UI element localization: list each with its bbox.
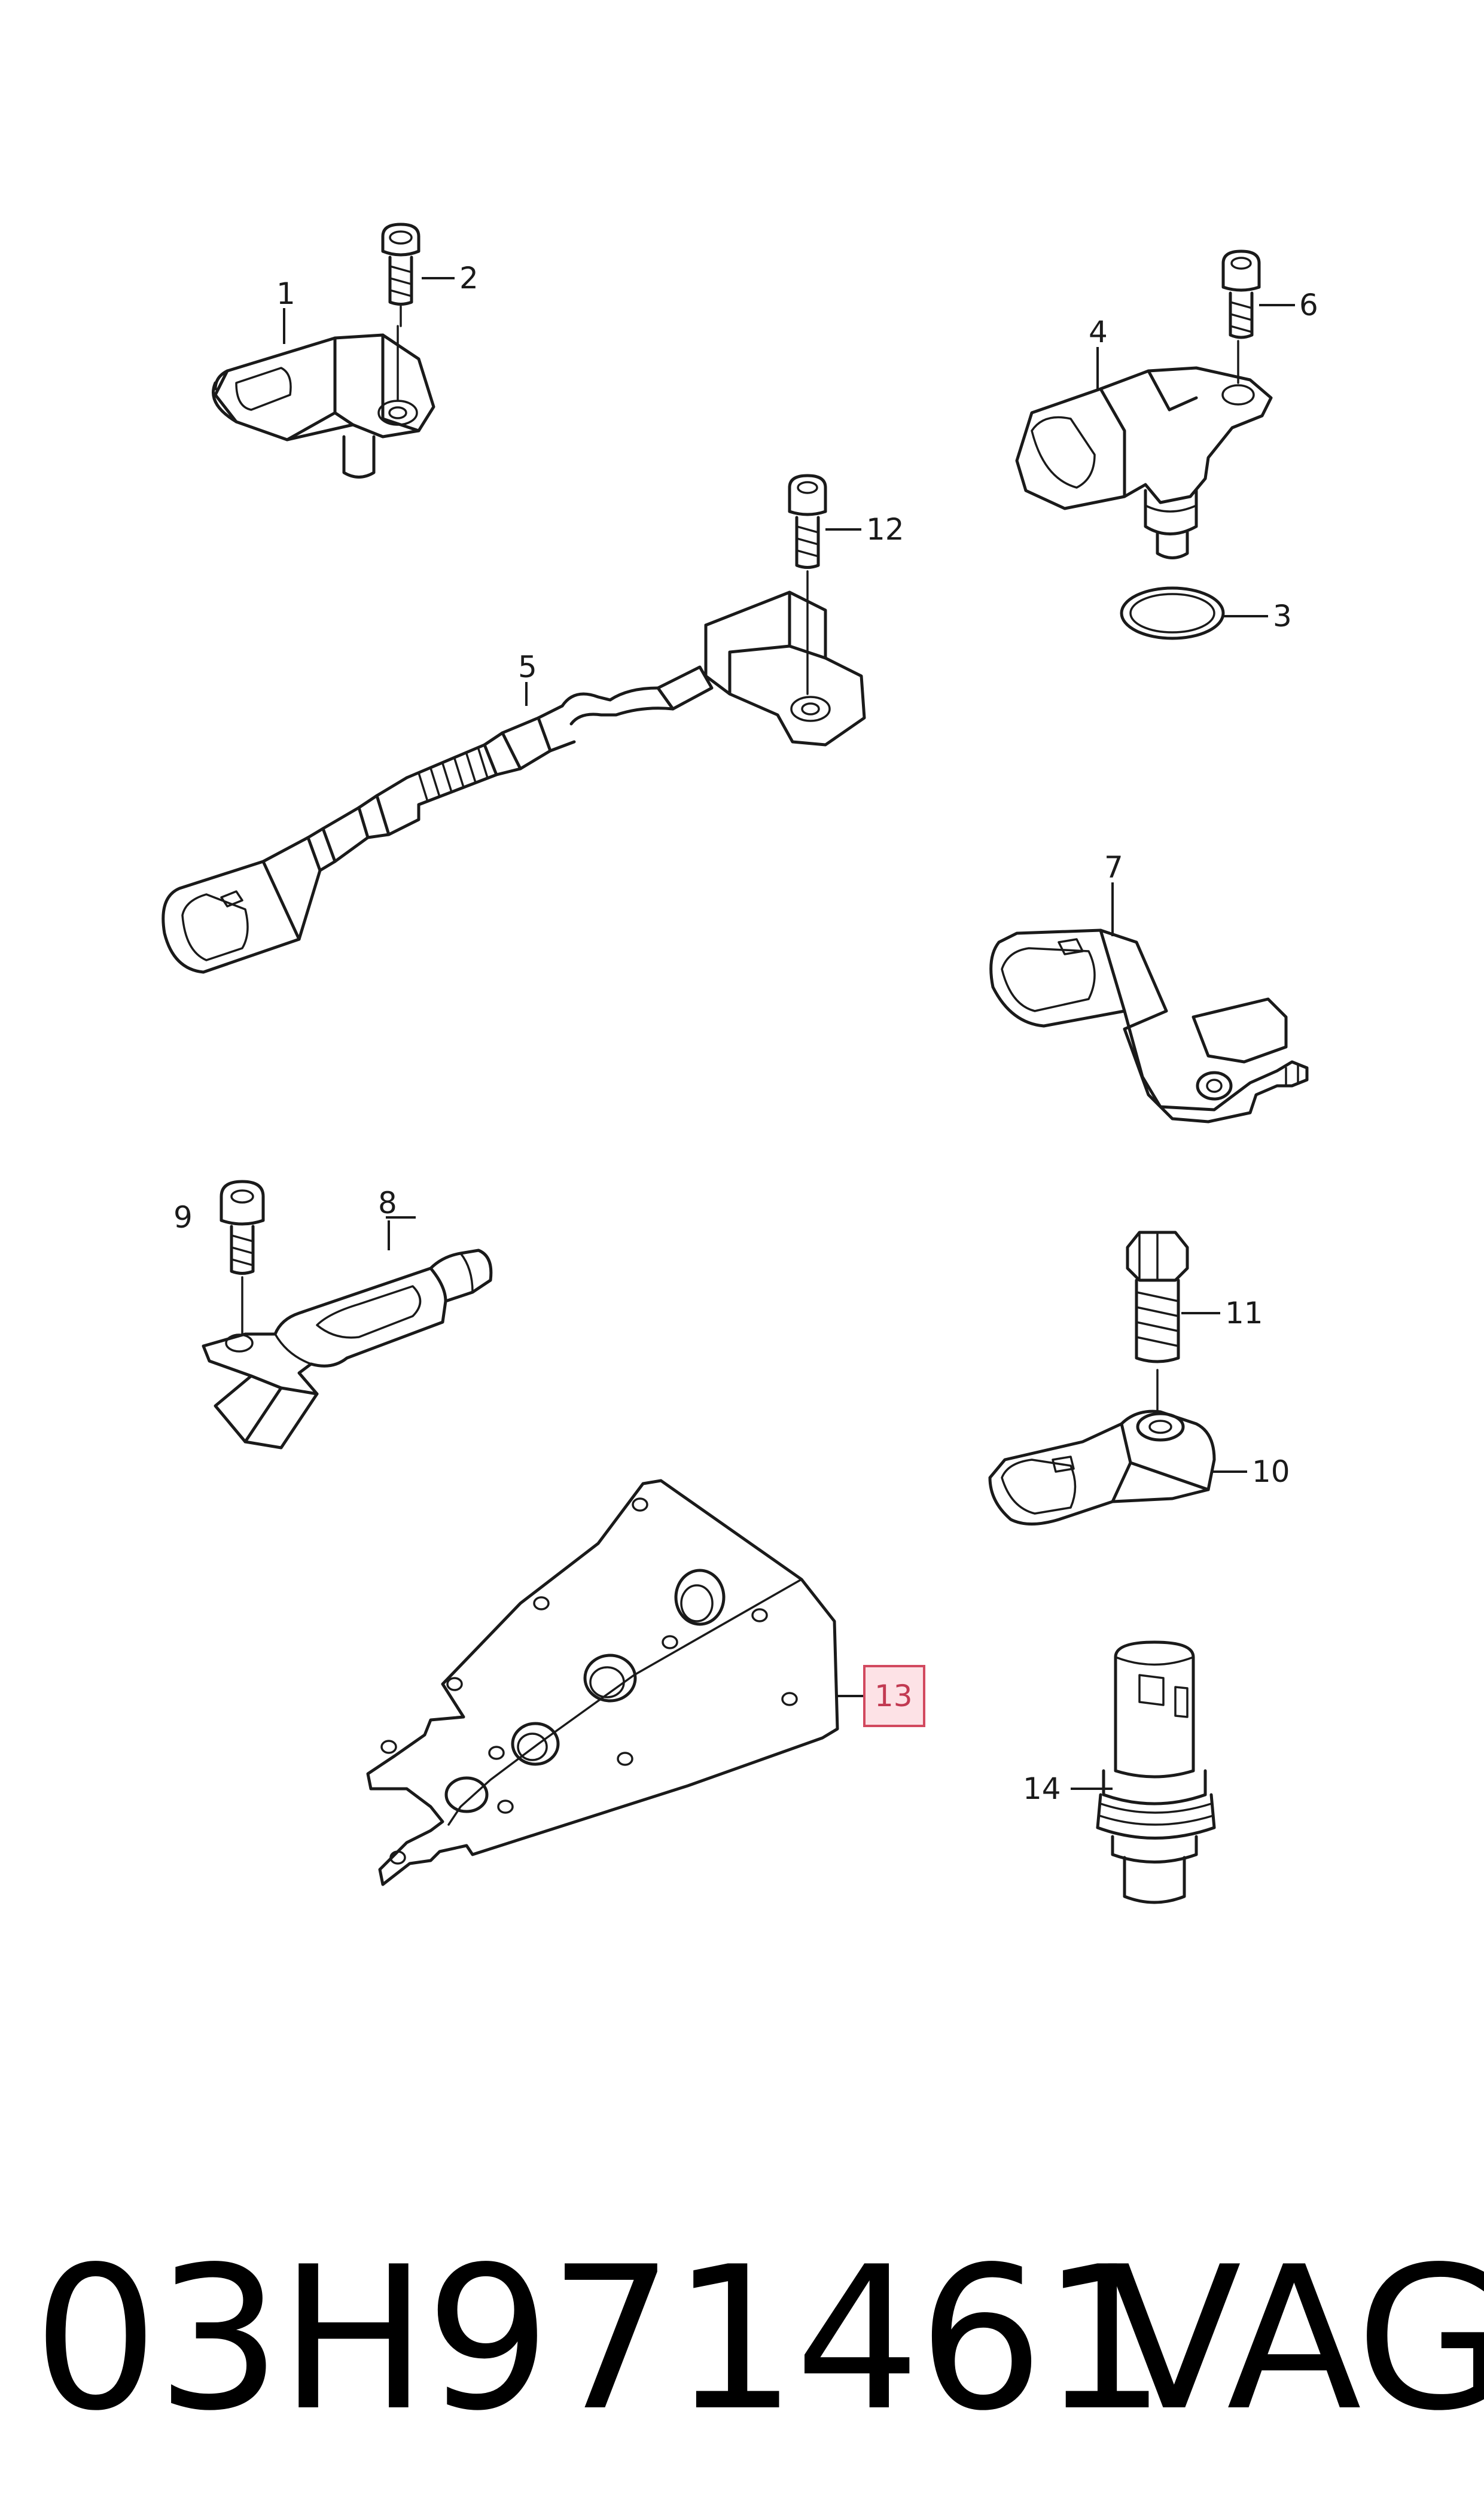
part-4-sensor-drawing xyxy=(1015,340,1273,559)
callout-13: 13 xyxy=(874,1679,913,1713)
part-12-screw-drawing xyxy=(788,474,827,695)
callout-1: 1 xyxy=(276,276,295,311)
callout-10: 10 xyxy=(1252,1454,1290,1489)
callout-12: 12 xyxy=(866,512,904,547)
part-9-screw-drawing xyxy=(220,1180,265,1335)
callout-5: 5 xyxy=(518,650,537,684)
footer: 03H971461 VAG xyxy=(0,2213,1484,2465)
part-5-sensor-cable-drawing xyxy=(161,590,866,974)
part-3-o-ring-drawing xyxy=(1120,586,1225,640)
callout-leaders xyxy=(283,277,1295,1790)
callout-14: 14 xyxy=(1023,1771,1061,1806)
part-11-bolt-drawing xyxy=(1126,1231,1189,1413)
part-8-sensor-drawing xyxy=(202,1249,493,1450)
callout-4: 4 xyxy=(1089,315,1108,349)
callout-labels: 1 2 3 4 5 6 7 8 9 10 11 12 13 14 xyxy=(173,261,1318,1806)
callout-2: 2 xyxy=(459,261,479,296)
part-2-screw-drawing xyxy=(381,223,420,327)
callout-8: 8 xyxy=(378,1186,397,1220)
brand-label: VAG xyxy=(1107,2224,1484,2454)
part-7-sensor-drawing xyxy=(989,928,1309,1123)
part-number: 03H971461 xyxy=(33,2224,1167,2454)
callout-6: 6 xyxy=(1299,288,1318,322)
part-1-sensor-drawing xyxy=(212,325,435,479)
callout-3: 3 xyxy=(1273,599,1292,634)
callout-7: 7 xyxy=(1104,850,1123,885)
callout-13-highlight xyxy=(863,1665,925,1727)
part-14-sensor-drawing xyxy=(1096,1640,1216,1904)
callout-11: 11 xyxy=(1225,1296,1263,1330)
part-10-sensor-drawing xyxy=(988,1409,1216,1526)
part-13-shield-drawing xyxy=(366,1479,839,1886)
callout-9: 9 xyxy=(173,1200,193,1235)
part-6-screw-drawing xyxy=(1221,249,1261,339)
